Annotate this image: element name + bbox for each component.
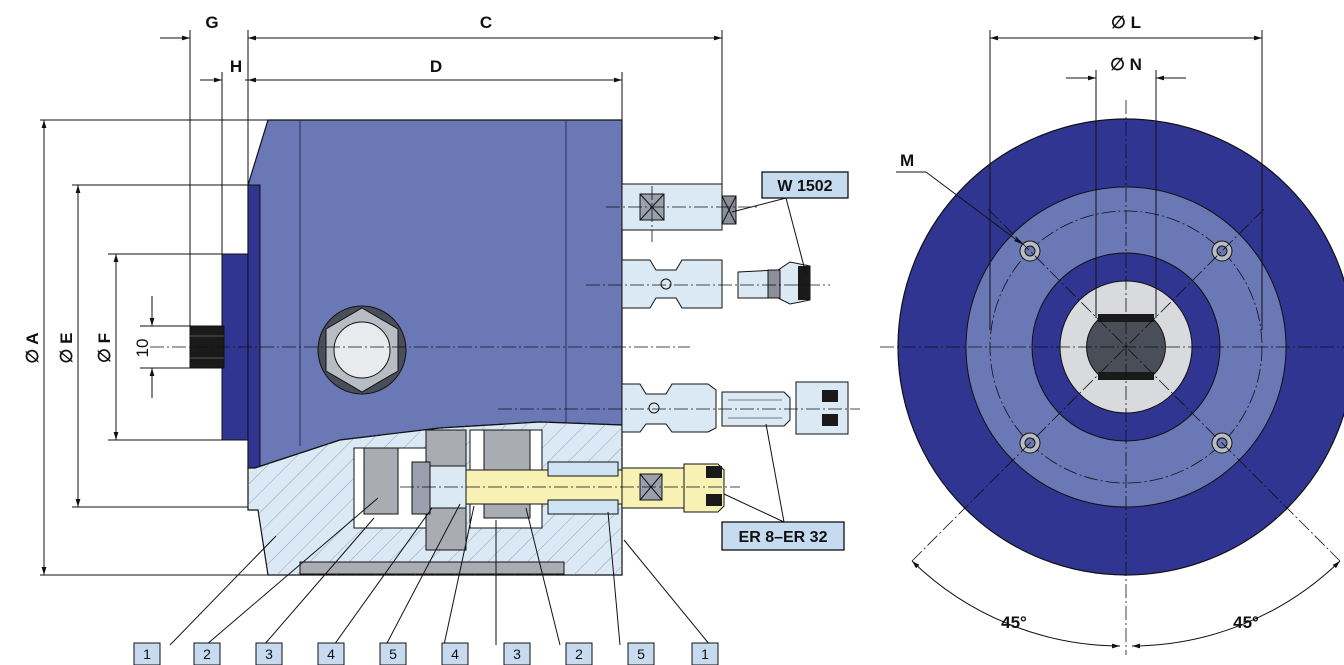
svg-text:4: 4 [451, 646, 459, 662]
dim-g-label: G [205, 13, 218, 32]
svg-text:5: 5 [389, 646, 397, 662]
dim-h-label: H [230, 57, 242, 76]
tool-holder-lower [621, 381, 849, 435]
dim-m-label: M [900, 151, 914, 170]
part-number-9: 5 [627, 642, 655, 665]
part-number-row: 1 2 3 4 5 4 3 2 5 1 [133, 642, 719, 665]
tag-er: ER 8–ER 32 [721, 521, 845, 551]
dim-c-label: C [480, 13, 492, 32]
part-number-3: 3 [255, 642, 283, 665]
svg-text:5: 5 [637, 646, 645, 662]
dim-d-label: D [430, 57, 442, 76]
svg-text:3: 3 [265, 646, 273, 662]
part-number-6: 4 [441, 642, 469, 665]
dim-e-label: ∅ E [57, 333, 76, 364]
svg-text:4: 4 [327, 646, 335, 662]
part-number-8: 2 [565, 642, 593, 665]
dim-10-label: 10 [133, 339, 152, 358]
dim-n-label: ∅ N [1110, 55, 1142, 74]
part-number-7: 3 [503, 642, 531, 665]
part-number-4: 4 [317, 642, 345, 665]
svg-text:ER 8–ER 32: ER 8–ER 32 [739, 529, 828, 546]
tool-holder-middle [621, 259, 811, 309]
part-number-2: 2 [193, 642, 221, 665]
svg-text:2: 2 [203, 646, 211, 662]
svg-text:3: 3 [513, 646, 521, 662]
svg-text:1: 1 [143, 646, 151, 662]
part-number-5: 5 [379, 642, 407, 665]
angle-left-label: 45° [1001, 613, 1027, 632]
part-number-10: 1 [691, 642, 719, 665]
svg-text:2: 2 [575, 646, 583, 662]
svg-text:1: 1 [701, 646, 709, 662]
side-view: G C H D ∅ A ∅ E ∅ F 10 W 1502 ER 8–ER 32 [23, 13, 860, 646]
dim-f-label: ∅ F [95, 333, 114, 363]
hex-nut [317, 305, 407, 395]
tag-w1502: W 1502 [761, 171, 849, 199]
front-view: ∅ L ∅ N M 45° 45° [880, 13, 1344, 655]
part-number-1: 1 [133, 642, 161, 665]
dim-l-label: ∅ L [1111, 13, 1141, 32]
svg-text:W 1502: W 1502 [777, 178, 832, 195]
angle-right-label: 45° [1233, 613, 1259, 632]
dim-a-label: ∅ A [23, 332, 42, 363]
